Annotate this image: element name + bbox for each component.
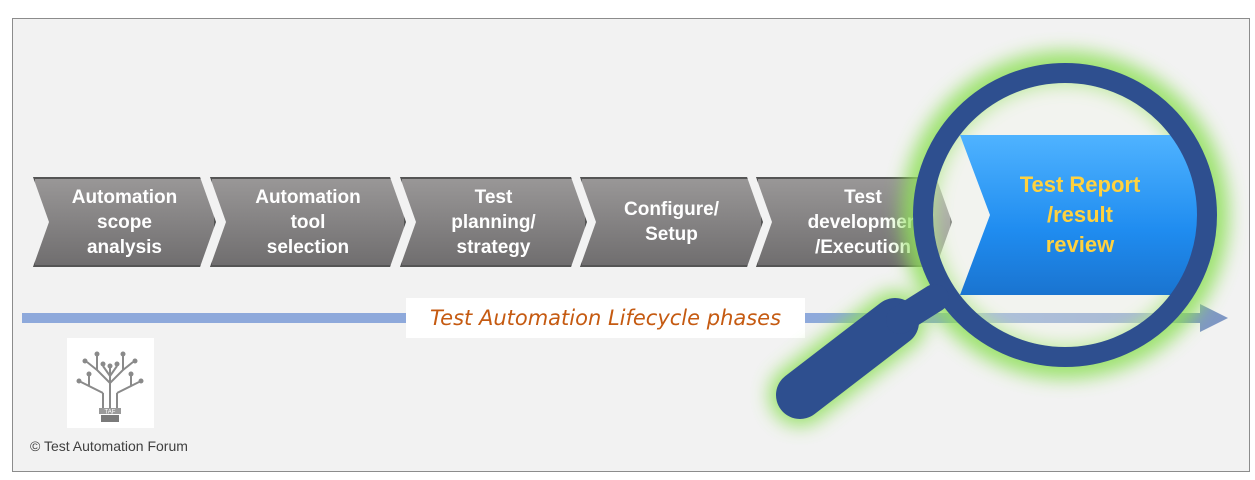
phase-label-2: Automation tool selection [255, 186, 361, 258]
phase-chevron-5: Test developmen /Execution [756, 177, 952, 267]
phase-chevron-3: Test planning/ strategy [400, 177, 587, 267]
phase-chevron-4: Configure/ Setup [580, 177, 763, 267]
phase-label-1: Automation scope analysis [71, 186, 178, 258]
phase-chevron-1: Automation scope analysis [33, 177, 216, 267]
phase-label-4: Configure/ Setup [624, 199, 719, 245]
phase-label-5: Test developmen /Execution [807, 186, 919, 258]
timeline-label: Test Automation Lifecycle phases [406, 298, 805, 338]
phase-label-3: Test planning/ strategy [451, 186, 536, 258]
copyright-text: © Test Automation Forum [30, 438, 188, 454]
taf-logo: TAF [67, 338, 154, 428]
timeline-label-text: Test Automation Lifecycle phases [429, 306, 782, 330]
logo-text: TAF [105, 410, 116, 416]
final-phase-chevron: Test Report /result review [960, 135, 1210, 295]
phase-chevron-2: Automation tool selection [210, 177, 406, 267]
circuit-tree-bulb-icon: TAF [76, 351, 144, 422]
final-phase-label: Test Report /result review [1019, 172, 1141, 257]
timeline-arrow-head [1200, 304, 1228, 332]
